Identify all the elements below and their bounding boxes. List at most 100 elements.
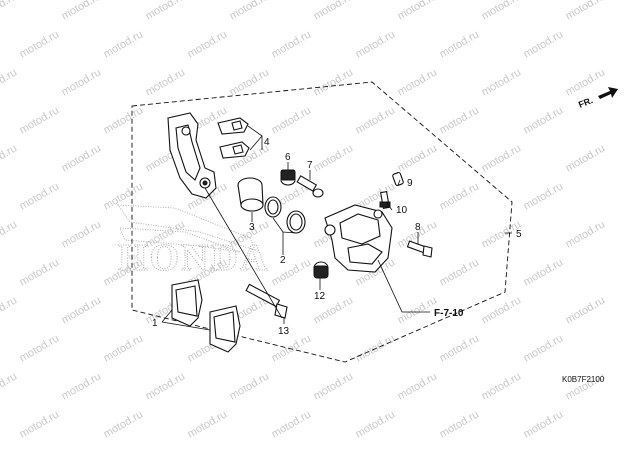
watermark-text: motod.ru xyxy=(480,0,524,23)
watermark-text: motod.ru xyxy=(18,256,62,288)
watermark-text: motod.ru xyxy=(270,104,314,136)
watermark-text: motod.ru xyxy=(438,104,482,136)
watermark-text: motod.ru xyxy=(270,256,314,288)
watermark-text: motod.ru xyxy=(312,142,356,174)
bleeder-cap xyxy=(392,172,404,186)
watermark-text: motod.ru xyxy=(0,294,19,326)
watermark-text: motod.ru xyxy=(60,218,104,250)
watermark-text: motod.ru xyxy=(396,142,440,174)
watermark-text: motod.ru xyxy=(60,142,104,174)
callout-13: 13 xyxy=(278,326,290,337)
reference-label: F-7-10 xyxy=(434,308,464,319)
leader-lines xyxy=(161,125,430,331)
pad-retainers xyxy=(217,117,250,159)
watermark-text: motod.ru xyxy=(0,0,19,23)
watermark-text: motod.ru xyxy=(438,180,482,212)
watermark-text: motod.ru xyxy=(102,28,146,60)
watermark-text: motod.ru xyxy=(228,370,272,402)
watermark-text: motod.ru xyxy=(438,408,482,440)
boot xyxy=(237,177,264,212)
callout-2: 2 xyxy=(280,255,286,266)
watermark-text: motod.ru xyxy=(18,332,62,364)
watermark-text: motod.ru xyxy=(144,0,188,23)
watermark-text: motod.ru xyxy=(438,256,482,288)
watermark-text: motod.ru xyxy=(522,332,566,364)
callout-12: 12 xyxy=(314,291,326,302)
watermark-text: motod.ru xyxy=(102,180,146,212)
watermark-text: motod.ru xyxy=(228,66,272,98)
watermark-text: motod.ru xyxy=(18,408,62,440)
pin-boot xyxy=(280,169,296,186)
watermark-text: motod.ru xyxy=(102,104,146,136)
watermark-text: motod.ru xyxy=(18,104,62,136)
watermark-text: motod.ru xyxy=(396,0,440,23)
watermark-text: motod.ru xyxy=(522,104,566,136)
watermark-text: motod.ru xyxy=(18,180,62,212)
caliper-bracket xyxy=(167,112,217,199)
watermark-text: motod.ru xyxy=(480,142,524,174)
brake-pads xyxy=(171,279,241,353)
diagram-code: K0B7F2100 xyxy=(562,375,605,384)
watermark-text: motod.ru xyxy=(270,408,314,440)
watermark-text: motod.ru xyxy=(480,66,524,98)
piston-seals xyxy=(264,196,306,234)
watermark-text: motod.ru xyxy=(438,28,482,60)
watermark-text: motod.ru xyxy=(396,66,440,98)
mounting-bolt xyxy=(245,283,288,319)
callout-7: 7 xyxy=(307,160,313,171)
watermark-text: motod.ru xyxy=(144,66,188,98)
watermark-text: motod.ru xyxy=(60,370,104,402)
watermark-text: motod.ru xyxy=(0,370,19,402)
watermark-text: motod.ru xyxy=(480,294,524,326)
watermark-text: motod.ru xyxy=(564,66,608,98)
watermark-text: motod.ru xyxy=(312,370,356,402)
honda-wordmark: HONDA xyxy=(118,237,269,279)
watermark-text: motod.ru xyxy=(228,0,272,23)
callout-9: 9 xyxy=(407,178,413,189)
watermark-text: motod.ru xyxy=(396,294,440,326)
watermark-text: motod.ru xyxy=(564,142,608,174)
watermark-text: motod.ru xyxy=(480,370,524,402)
watermark-text: motod.ru xyxy=(312,0,356,23)
watermark-text: motod.ru xyxy=(144,370,188,402)
pin-bolt-8 xyxy=(406,240,433,258)
caliper-body xyxy=(324,204,393,273)
watermark-text: motod.ru xyxy=(564,218,608,250)
watermark-text: motod.ru xyxy=(354,408,398,440)
watermark-text: motod.ru xyxy=(564,0,608,23)
watermark-text: motod.ru xyxy=(522,256,566,288)
watermark-text: motod.ru xyxy=(18,28,62,60)
watermark-text: motod.ru xyxy=(564,294,608,326)
honda-logo: HONDA xyxy=(116,204,269,280)
watermark-text: motod.ru xyxy=(354,28,398,60)
callout-8: 8 xyxy=(415,222,421,233)
watermark-text: motod.ru xyxy=(102,332,146,364)
direction-label: FR. xyxy=(577,95,594,110)
callout-4: 4 xyxy=(264,137,270,148)
watermark-text: motod.ru xyxy=(102,408,146,440)
watermark-text: motod.ru xyxy=(354,104,398,136)
assembly-boundary xyxy=(131,81,513,363)
callout-6: 6 xyxy=(285,152,291,163)
watermark-text: motod.ru xyxy=(60,66,104,98)
watermark-text: motod.ru xyxy=(522,408,566,440)
callout-1: 1 xyxy=(152,318,158,329)
callout-3: 3 xyxy=(249,222,255,233)
watermark-text: motod.ru xyxy=(0,142,19,174)
watermark-text: motod.ru xyxy=(0,66,19,98)
callout-10: 10 xyxy=(396,205,408,216)
watermark-text: motod.ru xyxy=(438,332,482,364)
pin-bolt xyxy=(296,175,324,198)
watermark-text: motod.ru xyxy=(312,66,356,98)
callout-5: 5 xyxy=(516,229,522,240)
watermark-text: motod.ru xyxy=(396,370,440,402)
watermark-text: motod.ru xyxy=(186,28,230,60)
watermark-text: motod.ru xyxy=(270,28,314,60)
watermark-text: motod.ru xyxy=(60,0,104,23)
watermark-text: motod.ru xyxy=(522,180,566,212)
watermark-text: motod.ru xyxy=(60,294,104,326)
watermark-text: motod.ru xyxy=(0,218,19,250)
watermark-text: motod.ru xyxy=(522,28,566,60)
forward-arrow-icon xyxy=(598,87,618,99)
